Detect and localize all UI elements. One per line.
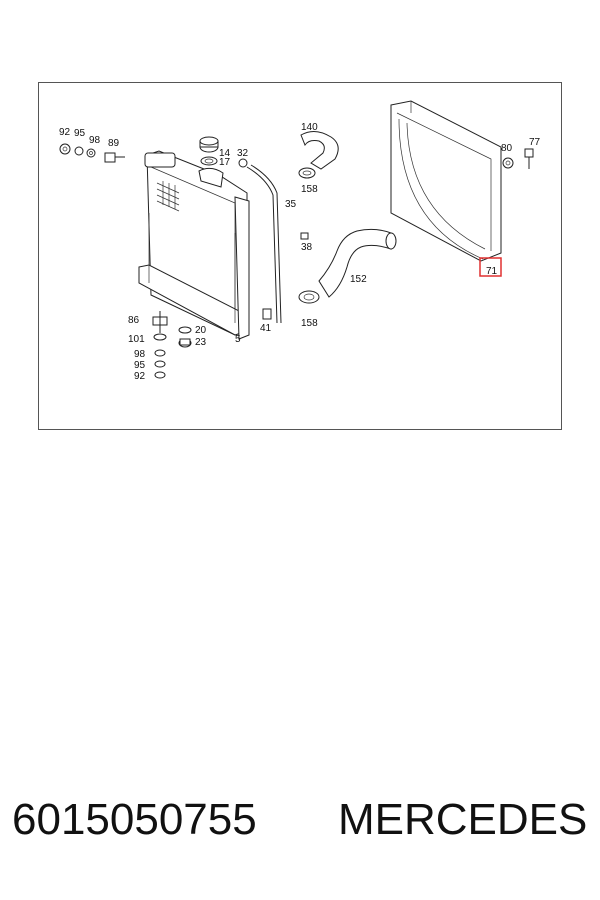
part-number: 6015050755 <box>12 795 257 844</box>
mounting-parts <box>152 311 192 379</box>
shroud-fasteners <box>502 148 534 169</box>
callout-32: 32 <box>237 148 249 159</box>
highlighted-part-71[interactable] <box>479 257 502 277</box>
upper-hose <box>298 131 339 179</box>
radiator-caps <box>199 136 219 166</box>
callout-5: 5 <box>235 334 241 345</box>
callout-41: 41 <box>260 323 272 334</box>
fan-shroud <box>390 100 502 262</box>
callout-98: 98 <box>89 135 101 146</box>
overflow-tube <box>238 158 282 324</box>
callout-14: 14 <box>219 148 231 159</box>
callout-158-upper: 158 <box>301 184 318 195</box>
callout-95: 95 <box>74 128 86 139</box>
callout-101: 101 <box>128 334 145 345</box>
callout-92-lower: 92 <box>134 371 146 382</box>
callout-152: 152 <box>350 274 367 285</box>
brand-name: MERCEDES <box>338 795 588 844</box>
callout-71[interactable]: 71 <box>486 266 498 277</box>
callout-77: 77 <box>529 137 541 148</box>
callout-38: 38 <box>301 242 313 253</box>
callout-80: 80 <box>501 143 513 154</box>
callout-20: 20 <box>195 325 207 336</box>
callout-86: 86 <box>128 315 140 326</box>
callout-95-lower: 95 <box>134 360 146 371</box>
radiator-illustration <box>138 150 250 340</box>
callout-35: 35 <box>285 199 297 210</box>
callout-17: 17 <box>219 157 231 168</box>
footer: 6015050755 MERCEDES <box>0 795 600 865</box>
callout-98-lower: 98 <box>134 349 146 360</box>
callout-89: 89 <box>108 138 120 149</box>
callout-92: 92 <box>59 127 71 138</box>
parts-diagram: 92 95 98 89 14 17 32 35 140 158 38 152 1… <box>59 100 541 382</box>
callout-140: 140 <box>301 122 318 133</box>
drain-plug-parts <box>59 143 125 163</box>
callout-23: 23 <box>195 337 207 348</box>
clip-38 <box>300 232 309 240</box>
diagram-frame: 92 95 98 89 14 17 32 35 140 158 38 152 1… <box>38 82 562 430</box>
lower-hose <box>298 228 397 304</box>
callout-158-lower: 158 <box>301 318 318 329</box>
